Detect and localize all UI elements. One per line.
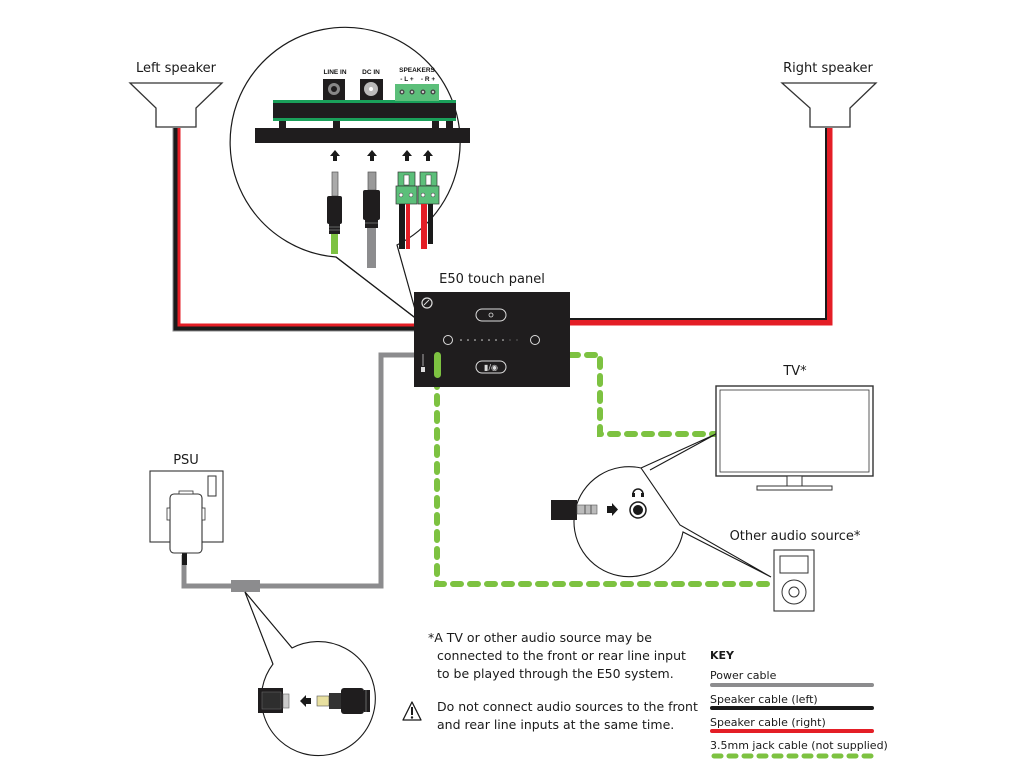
other-source-label: Other audio source* (730, 529, 861, 544)
dc-in-socket (360, 79, 383, 100)
warning-triangle-icon (402, 701, 422, 721)
psu-label: PSU (173, 453, 199, 468)
panel-label: E50 touch panel (439, 272, 545, 287)
jack-plug-icon (327, 171, 342, 254)
tv-icon (715, 385, 874, 491)
warning-line-1: Do not connect audio sources to the fron… (437, 699, 698, 714)
warning-line-2: and rear line inputs at the same time. (437, 717, 674, 732)
footnote: *A TV or other audio source may be conne… (428, 630, 686, 681)
dc-connector-callout (244, 591, 376, 757)
headphone-socket-callout (551, 433, 772, 578)
legend-label-power: Power cable (710, 669, 777, 682)
volume-down-button[interactable] (443, 335, 453, 345)
media-player-icon (773, 549, 815, 612)
headphone-icon (632, 488, 644, 495)
front-line-in-socket (434, 352, 441, 378)
right-speaker-label: Right speaker (783, 61, 873, 76)
bluetooth-icon (421, 367, 425, 372)
tv-label: TV* (782, 364, 807, 379)
volume-level-dots (460, 339, 518, 341)
legend: KEY Power cable Speaker cable (left) Spe… (710, 649, 888, 759)
line-in-socket (323, 79, 345, 100)
footnote-line-3: to be played through the E50 system. (437, 666, 674, 681)
insert-arrow-icons (330, 150, 433, 161)
power-button[interactable] (475, 308, 507, 322)
cable-ferrite (231, 580, 260, 592)
rear-panel (255, 79, 470, 143)
legend-label-speaker-left: Speaker cable (left) (710, 693, 818, 706)
left-polarity-label: - L + (400, 76, 414, 83)
dc-plug-icon (363, 171, 380, 268)
speaker-cable-left (172, 128, 418, 332)
svg-text:▮/◉: ▮/◉ (484, 363, 498, 372)
legend-label-speaker-right: Speaker cable (right) (710, 716, 826, 729)
psu-icon (149, 470, 224, 554)
left-speaker (128, 82, 224, 128)
brand-logo-icon (421, 297, 433, 309)
volume-up-button[interactable] (530, 335, 540, 345)
footnote-line-1: *A TV or other audio source may be (428, 630, 652, 645)
arrow-right-icon (607, 503, 618, 516)
jack-cable-rear (567, 352, 718, 437)
speaker-terminal-plug-icons (395, 171, 440, 249)
warning-note: Do not connect audio sources to the fron… (437, 699, 698, 732)
jack-cable-front (434, 359, 774, 587)
legend-title: KEY (710, 649, 735, 662)
footnote-line-2: connected to the front or rear line inpu… (437, 648, 686, 663)
dc-in-label: DC IN (362, 69, 380, 76)
line-in-label: LINE IN (323, 69, 346, 76)
e50-touch-panel: ▮/◉ (414, 292, 570, 387)
speaker-terminal (395, 84, 439, 101)
legend-label-jack: 3.5mm jack cable (not supplied) (710, 739, 888, 752)
right-polarity-label: - R + (421, 76, 435, 83)
speaker-cable-right (570, 128, 833, 326)
source-button[interactable] (475, 360, 507, 374)
left-speaker-label: Left speaker (136, 61, 217, 76)
power-cable (181, 352, 418, 592)
right-speaker (780, 82, 878, 128)
speakers-label: SPEAKERS (399, 67, 435, 74)
arrow-left-icon (300, 695, 311, 707)
